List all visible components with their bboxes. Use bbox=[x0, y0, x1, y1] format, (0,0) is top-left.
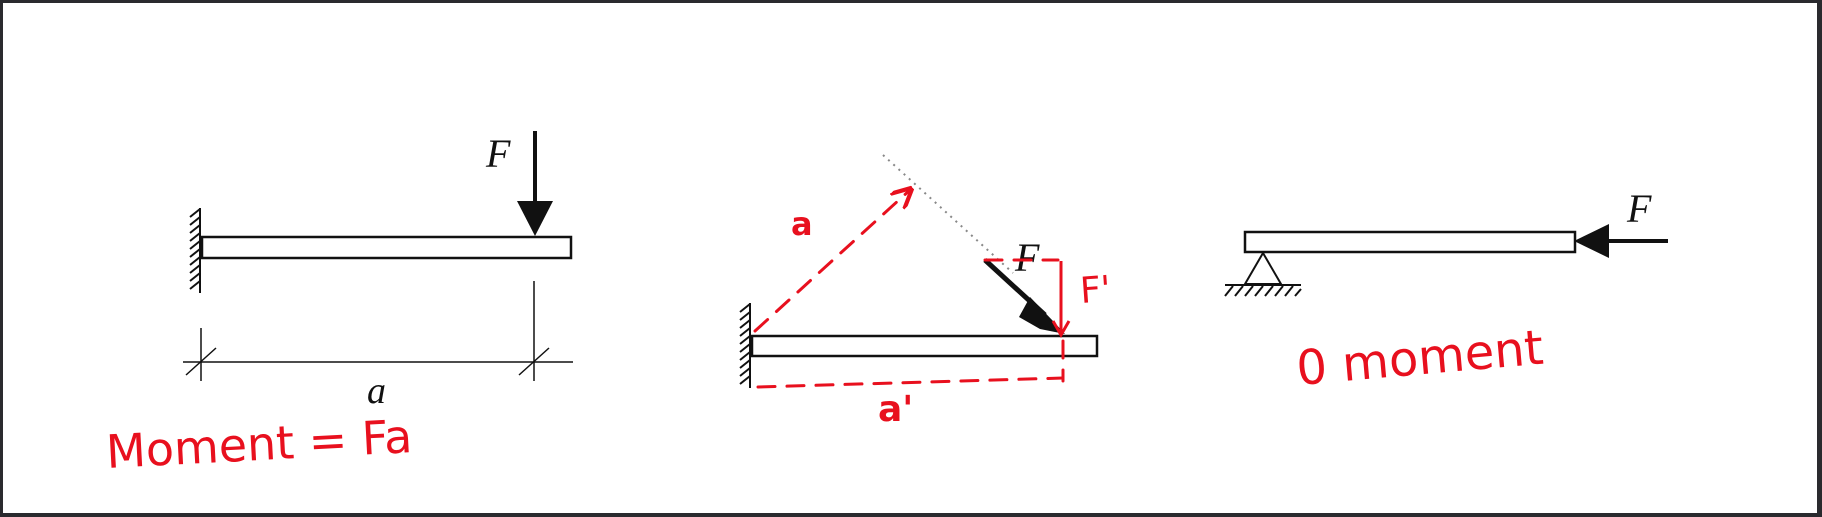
diagram-svg: F a Moment = Fa F bbox=[105, 131, 1668, 479]
beam-2 bbox=[750, 334, 1099, 358]
force-arrow-1 bbox=[517, 131, 553, 236]
force-component-arrow bbox=[1051, 261, 1071, 339]
pin-support bbox=[1224, 251, 1302, 297]
component-label-f-prime: F' bbox=[1079, 269, 1112, 312]
beam-3 bbox=[1243, 230, 1577, 254]
panel-1-cantilever: F a Moment = Fa bbox=[105, 131, 573, 479]
force-label-3: F bbox=[1626, 186, 1652, 231]
fixed-support-2-hatch bbox=[739, 303, 751, 388]
panel-2-inclined-load: F a F' a' bbox=[739, 154, 1112, 430]
force-label-1: F bbox=[485, 131, 511, 176]
fixed-support-1-hatch bbox=[189, 208, 201, 293]
length-label-a: a bbox=[367, 370, 386, 412]
dimension-line-a bbox=[183, 281, 573, 381]
beam-1 bbox=[200, 235, 573, 260]
arm-label-a: a bbox=[791, 205, 813, 243]
projected-arm-label: a' bbox=[878, 389, 913, 430]
moment-note-1: Moment = Fa bbox=[105, 409, 414, 479]
panel-3-axial-load: F 0 moment bbox=[1224, 186, 1668, 397]
force-arrow-3 bbox=[1574, 224, 1668, 258]
annotation-moment-arm bbox=[753, 189, 1065, 389]
line-of-action bbox=[882, 154, 1014, 274]
diagram-canvas: F a Moment = Fa F bbox=[3, 3, 1817, 513]
moment-note-3: 0 moment bbox=[1294, 320, 1545, 397]
force-label-2: F bbox=[1014, 235, 1040, 280]
